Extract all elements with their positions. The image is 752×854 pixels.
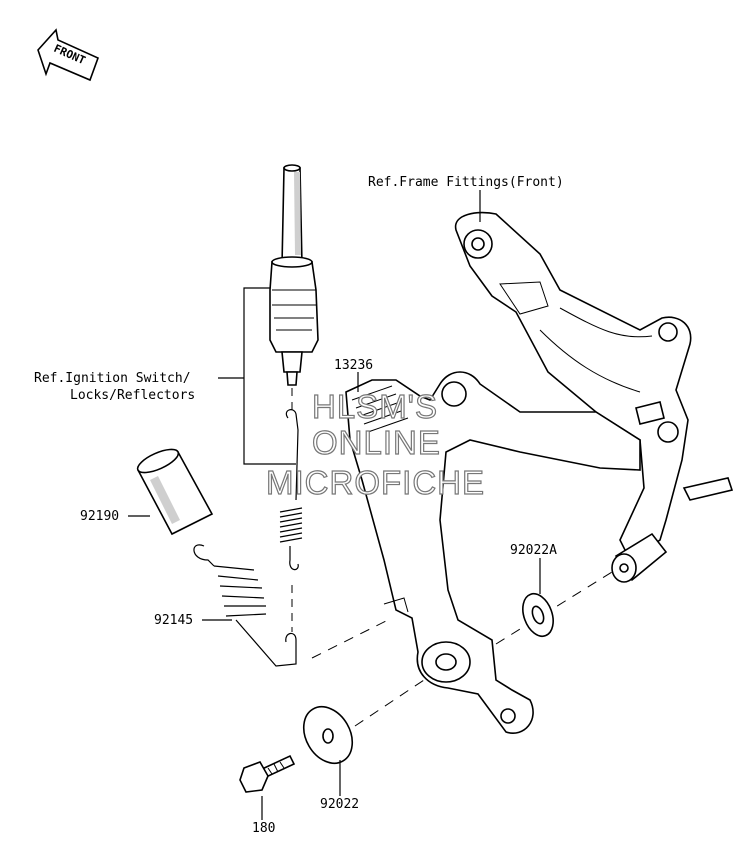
ignition-ref-label-line1: Ref.Ignition Switch/ <box>34 371 191 386</box>
watermark-line1: HLSM'S <box>312 388 438 425</box>
sleeve-92190 <box>136 448 214 536</box>
frame-fittings-ref-label: Ref.Frame Fittings(Front) <box>368 175 564 190</box>
part-label-92022A: 92022A <box>510 543 557 558</box>
watermark: HLSM'S ONLINE MICROFICHE <box>265 387 485 501</box>
part-label-92145: 92145 <box>154 613 193 628</box>
washer-92022A <box>522 592 554 638</box>
washer-92022 <box>302 705 354 765</box>
brake-pedal-13236 <box>345 371 641 734</box>
ignition-ref-label-line2: Locks/Reflectors <box>70 388 195 403</box>
frame-fitting <box>455 211 734 583</box>
part-label-92022: 92022 <box>320 797 359 812</box>
brake-switch <box>269 164 319 386</box>
front-arrow-icon: FRONT <box>37 28 100 82</box>
part-label-13236: 13236 <box>334 358 373 373</box>
return-spring-92145 <box>193 544 297 667</box>
part-label-180: 180 <box>252 821 275 836</box>
watermark-line3: MICROFICHE <box>266 464 485 501</box>
ignition-ref-bracket <box>243 287 296 465</box>
bolt-180 <box>239 754 296 793</box>
switch-spring <box>279 409 303 571</box>
watermark-line2: ONLINE <box>312 424 441 461</box>
part-label-92190: 92190 <box>80 509 119 524</box>
